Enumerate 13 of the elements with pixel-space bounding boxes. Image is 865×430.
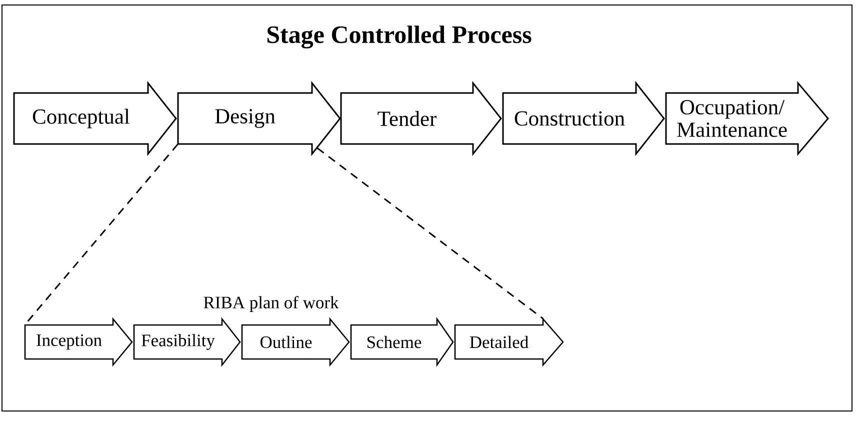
process-step: Detailed (454, 317, 564, 367)
dashed-line (316, 148, 544, 320)
process-step: Design (177, 80, 341, 156)
process-step: Inception (24, 317, 133, 367)
process-step: Scheme (350, 316, 454, 368)
process-step: Construction (502, 80, 665, 156)
process-step: Feasibility (133, 317, 241, 367)
title: Stage Controlled Process (267, 26, 532, 48)
group-label: RIBA plan of work (204, 296, 339, 312)
process-step: Tender (340, 80, 502, 156)
process-step: Conceptual (13, 80, 177, 156)
process-step: Outline (241, 317, 350, 367)
process-step: Occupation/ Maintenance (665, 80, 829, 156)
